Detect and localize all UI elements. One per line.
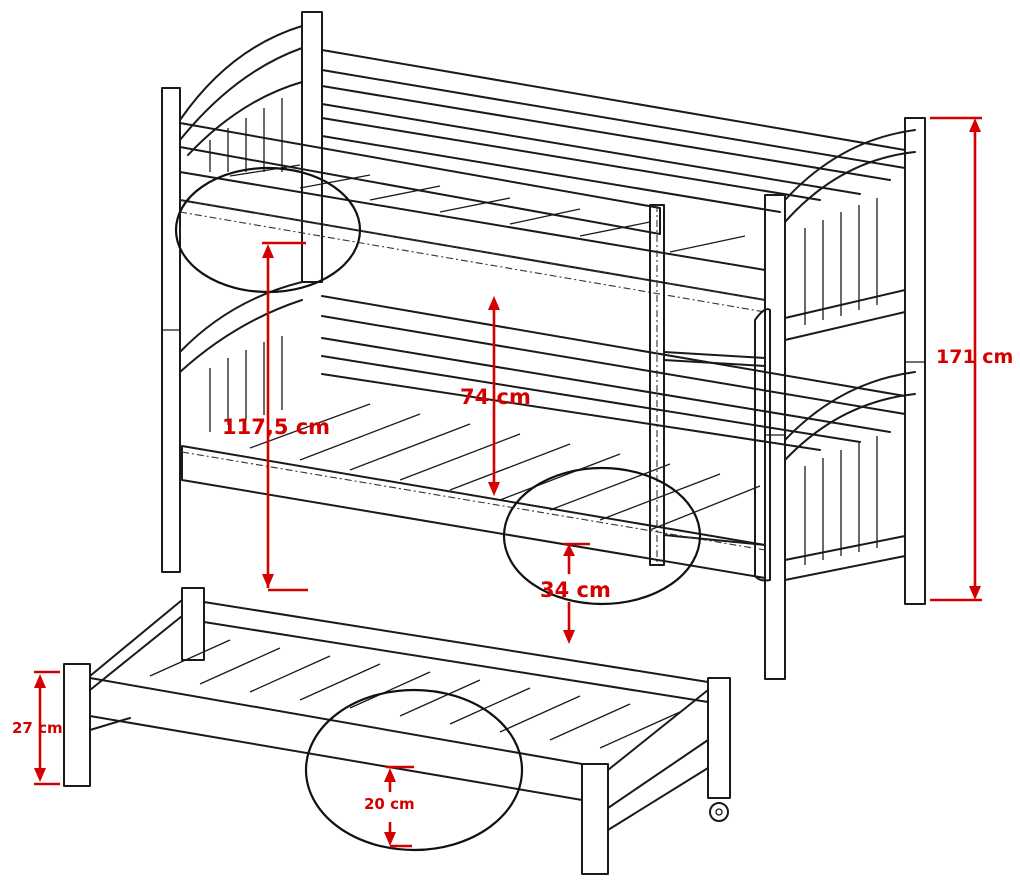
label-total-height: 171 cm xyxy=(936,346,1013,368)
dim-bunk-clearance xyxy=(488,296,500,496)
upper-slats xyxy=(229,164,746,253)
label-trundle-deck-height: 20 cm xyxy=(364,795,415,813)
dim-total-height xyxy=(930,116,982,602)
trundle-slats xyxy=(149,639,681,749)
dim-trundle-height xyxy=(34,670,60,786)
bunk-bed-frame xyxy=(161,11,926,680)
dim-trundle-deck-height xyxy=(384,765,414,848)
label-lower-deck-height: 34 cm xyxy=(540,578,611,602)
lower-slats xyxy=(249,403,761,531)
lower-slat-detail-circle xyxy=(502,466,702,606)
label-bunk-clearance: 74 cm xyxy=(460,385,531,409)
trundle-drawer xyxy=(63,587,731,875)
trundle-slat-detail-circle xyxy=(304,688,524,852)
caster-wheel-icon xyxy=(709,802,729,822)
dim-upper-deck-height xyxy=(262,241,308,592)
label-upper-deck-height: 117,5 cm xyxy=(222,415,330,439)
label-trundle-height: 27 cm xyxy=(12,719,63,737)
dim-lower-deck-height xyxy=(563,542,590,644)
